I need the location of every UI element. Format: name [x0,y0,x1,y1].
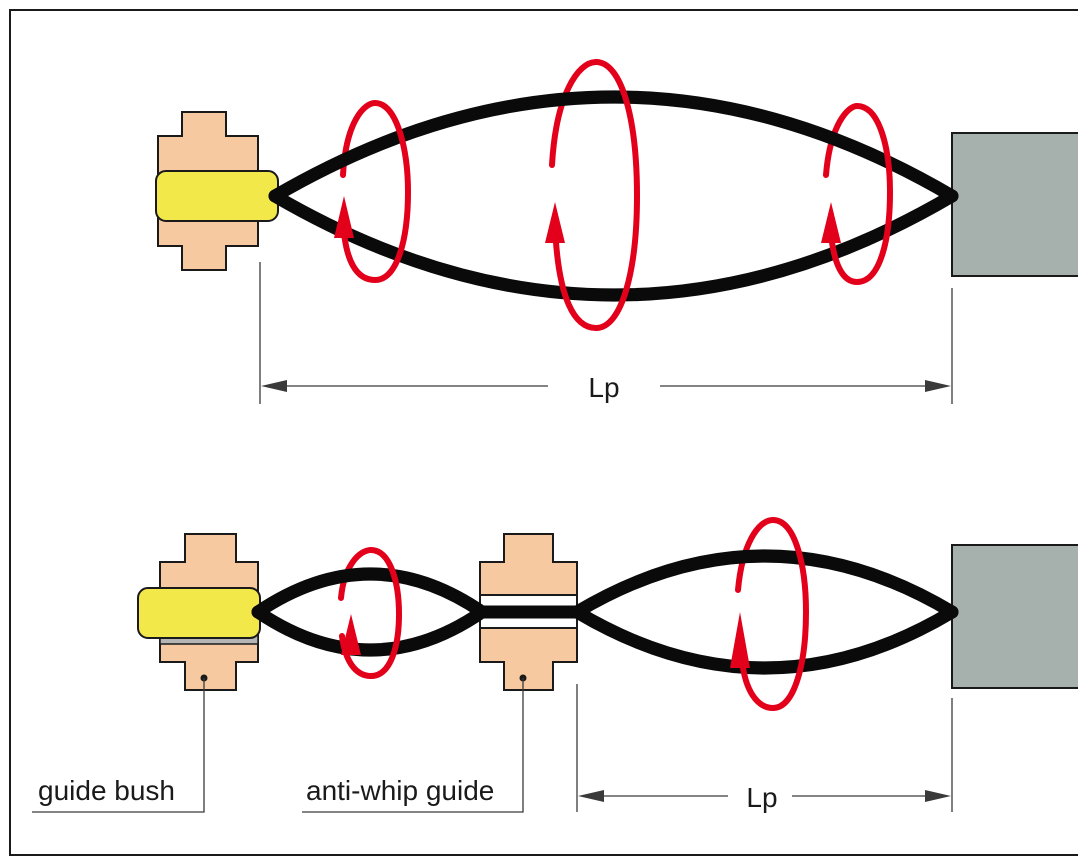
top-dim-arrow-right [925,380,951,392]
rotation-arrow-icon [821,202,841,243]
top-whirl-front-right [827,103,894,286]
rotation-arrow-icon [334,196,354,238]
top-drive-block [951,132,1078,277]
top-dim-arrow-left [261,380,287,392]
bottom-whirl-back-left [338,547,374,601]
top-rope-lower [268,189,959,302]
anti-whip-label: anti-whip guide [306,775,494,806]
guide-bush-leader [32,678,205,813]
bottom-whirl-front-right [739,517,810,712]
guide-bush-label: guide bush [38,775,175,806]
bottom-rope-upper-1 [251,567,489,619]
top-clamp [155,170,279,222]
top-dimension-label: Lp [588,372,619,403]
bottom-whirl-back-right [735,517,776,593]
top-whirl-front-center [552,59,641,332]
bottom-rope-lower-1 [251,605,489,657]
bottom-rope-upper-2 [570,549,959,619]
bottom-dim-arrow-left [578,790,604,802]
top-whirl-back-right [823,103,860,178]
anti-whip-leader [302,678,524,813]
top-figure: Lp [155,59,1078,404]
bottom-dim-arrow-right [925,790,951,802]
bottom-dimension-label: Lp [746,782,777,813]
rotation-arrow-icon [341,614,361,655]
top-whirl-back-center [549,59,599,168]
bottom-clamp [137,587,261,639]
rotation-arrow-icon [730,612,750,668]
rotation-arrow-icon [545,202,565,243]
top-rope-upper [268,90,959,203]
bottom-drive-block [951,544,1078,689]
bottom-figure: guide bush anti-whip guide Lp [32,517,1078,813]
bottom-whirl-front-left [339,547,403,680]
bottom-rope-lower-2 [570,605,959,675]
top-whirl-front-left [340,100,412,284]
